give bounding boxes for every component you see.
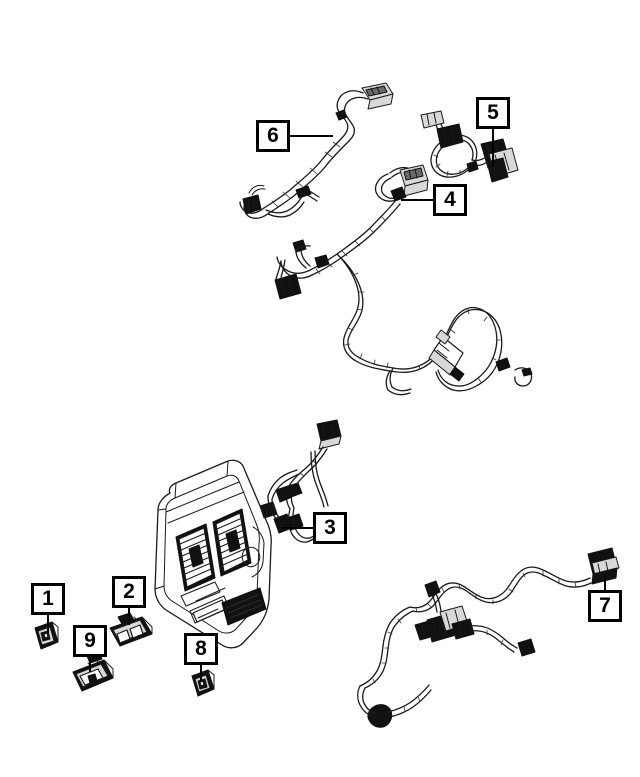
connector-7-left-end xyxy=(367,684,432,728)
callout-box-1[interactable]: 1 xyxy=(31,583,65,615)
leader-line-9 xyxy=(89,657,91,672)
connector-6-end-left xyxy=(242,194,262,215)
connector-5-center xyxy=(436,123,464,149)
callout-box-2[interactable]: 2 xyxy=(112,576,146,608)
connector-5-right-group xyxy=(480,138,519,183)
grille-bottom xyxy=(221,587,267,626)
connector-5-left xyxy=(420,110,445,129)
callout-box-6[interactable]: 6 xyxy=(256,120,290,152)
clip-4-right xyxy=(495,357,533,387)
callout-box-3[interactable]: 3 xyxy=(313,512,347,544)
part-6-upper-jumper-harness xyxy=(239,82,394,219)
callout-box-5[interactable]: 5 xyxy=(476,97,510,129)
part-4-instrument-panel-harness xyxy=(274,164,533,396)
callout-box-7[interactable]: 7 xyxy=(588,590,622,622)
leader-line-3 xyxy=(281,527,313,529)
leader-line-4 xyxy=(401,199,433,201)
part-1-switch-small xyxy=(34,621,59,650)
part-9-switch-wide xyxy=(72,651,114,692)
part-2-connector-block xyxy=(109,612,153,647)
callout-box-8[interactable]: 8 xyxy=(184,633,218,665)
leader-line-5 xyxy=(492,129,494,167)
connector-4-left-dark xyxy=(274,273,302,300)
clip-3-b xyxy=(287,482,303,498)
part-7-floor-console-harness xyxy=(357,547,620,728)
part-8-center-bezel-assembly xyxy=(154,459,272,649)
callout-box-4[interactable]: 4 xyxy=(433,184,467,216)
part-8-switch-small-right xyxy=(191,669,215,697)
connector-3-top xyxy=(316,419,342,450)
vent-left xyxy=(175,523,216,592)
connector-7-cluster xyxy=(414,580,475,643)
callout-box-9[interactable]: 9 xyxy=(73,625,107,657)
connector-4-inline xyxy=(428,329,465,382)
connector-6-top xyxy=(361,82,394,110)
connector-4-top xyxy=(399,164,429,197)
leader-line-8 xyxy=(200,665,202,682)
leader-line-6 xyxy=(290,135,333,137)
leader-line-7 xyxy=(604,576,606,591)
leader-line-2 xyxy=(128,608,130,625)
clip-6-right xyxy=(295,185,320,202)
vent-right xyxy=(212,508,252,577)
leader-line-1 xyxy=(47,615,49,633)
